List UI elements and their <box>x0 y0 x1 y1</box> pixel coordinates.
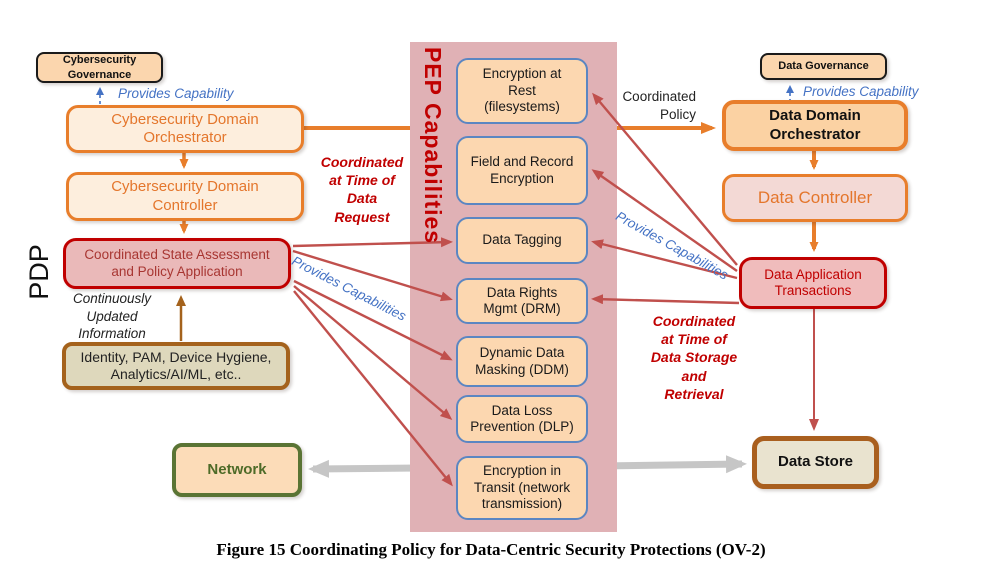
data-domain-orchestrator-box: Data Domain Orchestrator <box>722 100 908 151</box>
provides-capability-left-label: Provides Capability <box>118 86 234 101</box>
data-application-transactions-box: Data Application Transactions <box>739 257 887 309</box>
data-governance-box: Data Governance <box>760 53 887 80</box>
provides-capabilities-right-label: Provides Capabilities <box>613 208 731 283</box>
pep-box-field-record-encryption: Field and Record Encryption <box>456 136 588 205</box>
figure-caption: Figure 15 Coordinating Policy for Data-C… <box>216 540 766 559</box>
coordinated-policy-label: Coordinated Policy <box>622 89 696 123</box>
data-controller-box: Data Controller <box>722 174 908 222</box>
data-store-box: Data Store <box>752 436 879 489</box>
pep-box-encryption-at-rest: Encryption at Rest (filesystems) <box>456 58 588 124</box>
pep-box-data-rights-mgmt: Data Rights Mgmt (DRM) <box>456 278 588 324</box>
cybersecurity-domain-orchestrator-box: Cybersecurity Domain Orchestrator <box>66 105 304 153</box>
identity-pam-box: Identity, PAM, Device Hygiene, Analytics… <box>62 342 290 390</box>
continuously-updated-note: Continuously Updated Information <box>72 291 152 342</box>
pdp-label: PDP <box>24 244 54 300</box>
pep-box-data-tagging: Data Tagging <box>456 217 588 264</box>
pep-box-encryption-in-transit: Encryption in Transit (network transmiss… <box>456 456 588 520</box>
coordinated-state-assessment-box: Coordinated State Assessment and Policy … <box>63 238 291 289</box>
provides-capabilities-left-label: Provides Capabilities <box>289 253 409 324</box>
pep-box-dynamic-data-masking: Dynamic Data Masking (DDM) <box>456 336 588 387</box>
pep-capabilities-label: PEP Capabilities <box>420 47 446 245</box>
coordinated-request-note: Coordinated at Time of Data Request <box>320 154 404 225</box>
provides-capability-right-label: Provides Capability <box>803 84 919 99</box>
pep-box-data-loss-prevention: Data Loss Prevention (DLP) <box>456 395 588 443</box>
cybersecurity-domain-controller-box: Cybersecurity Domain Controller <box>66 172 304 221</box>
coordinated-storage-note: Coordinated at Time of Data Storage and … <box>650 313 738 402</box>
cybersecurity-governance-box: Cybersecurity Governance <box>36 52 163 83</box>
network-box: Network <box>172 443 302 497</box>
